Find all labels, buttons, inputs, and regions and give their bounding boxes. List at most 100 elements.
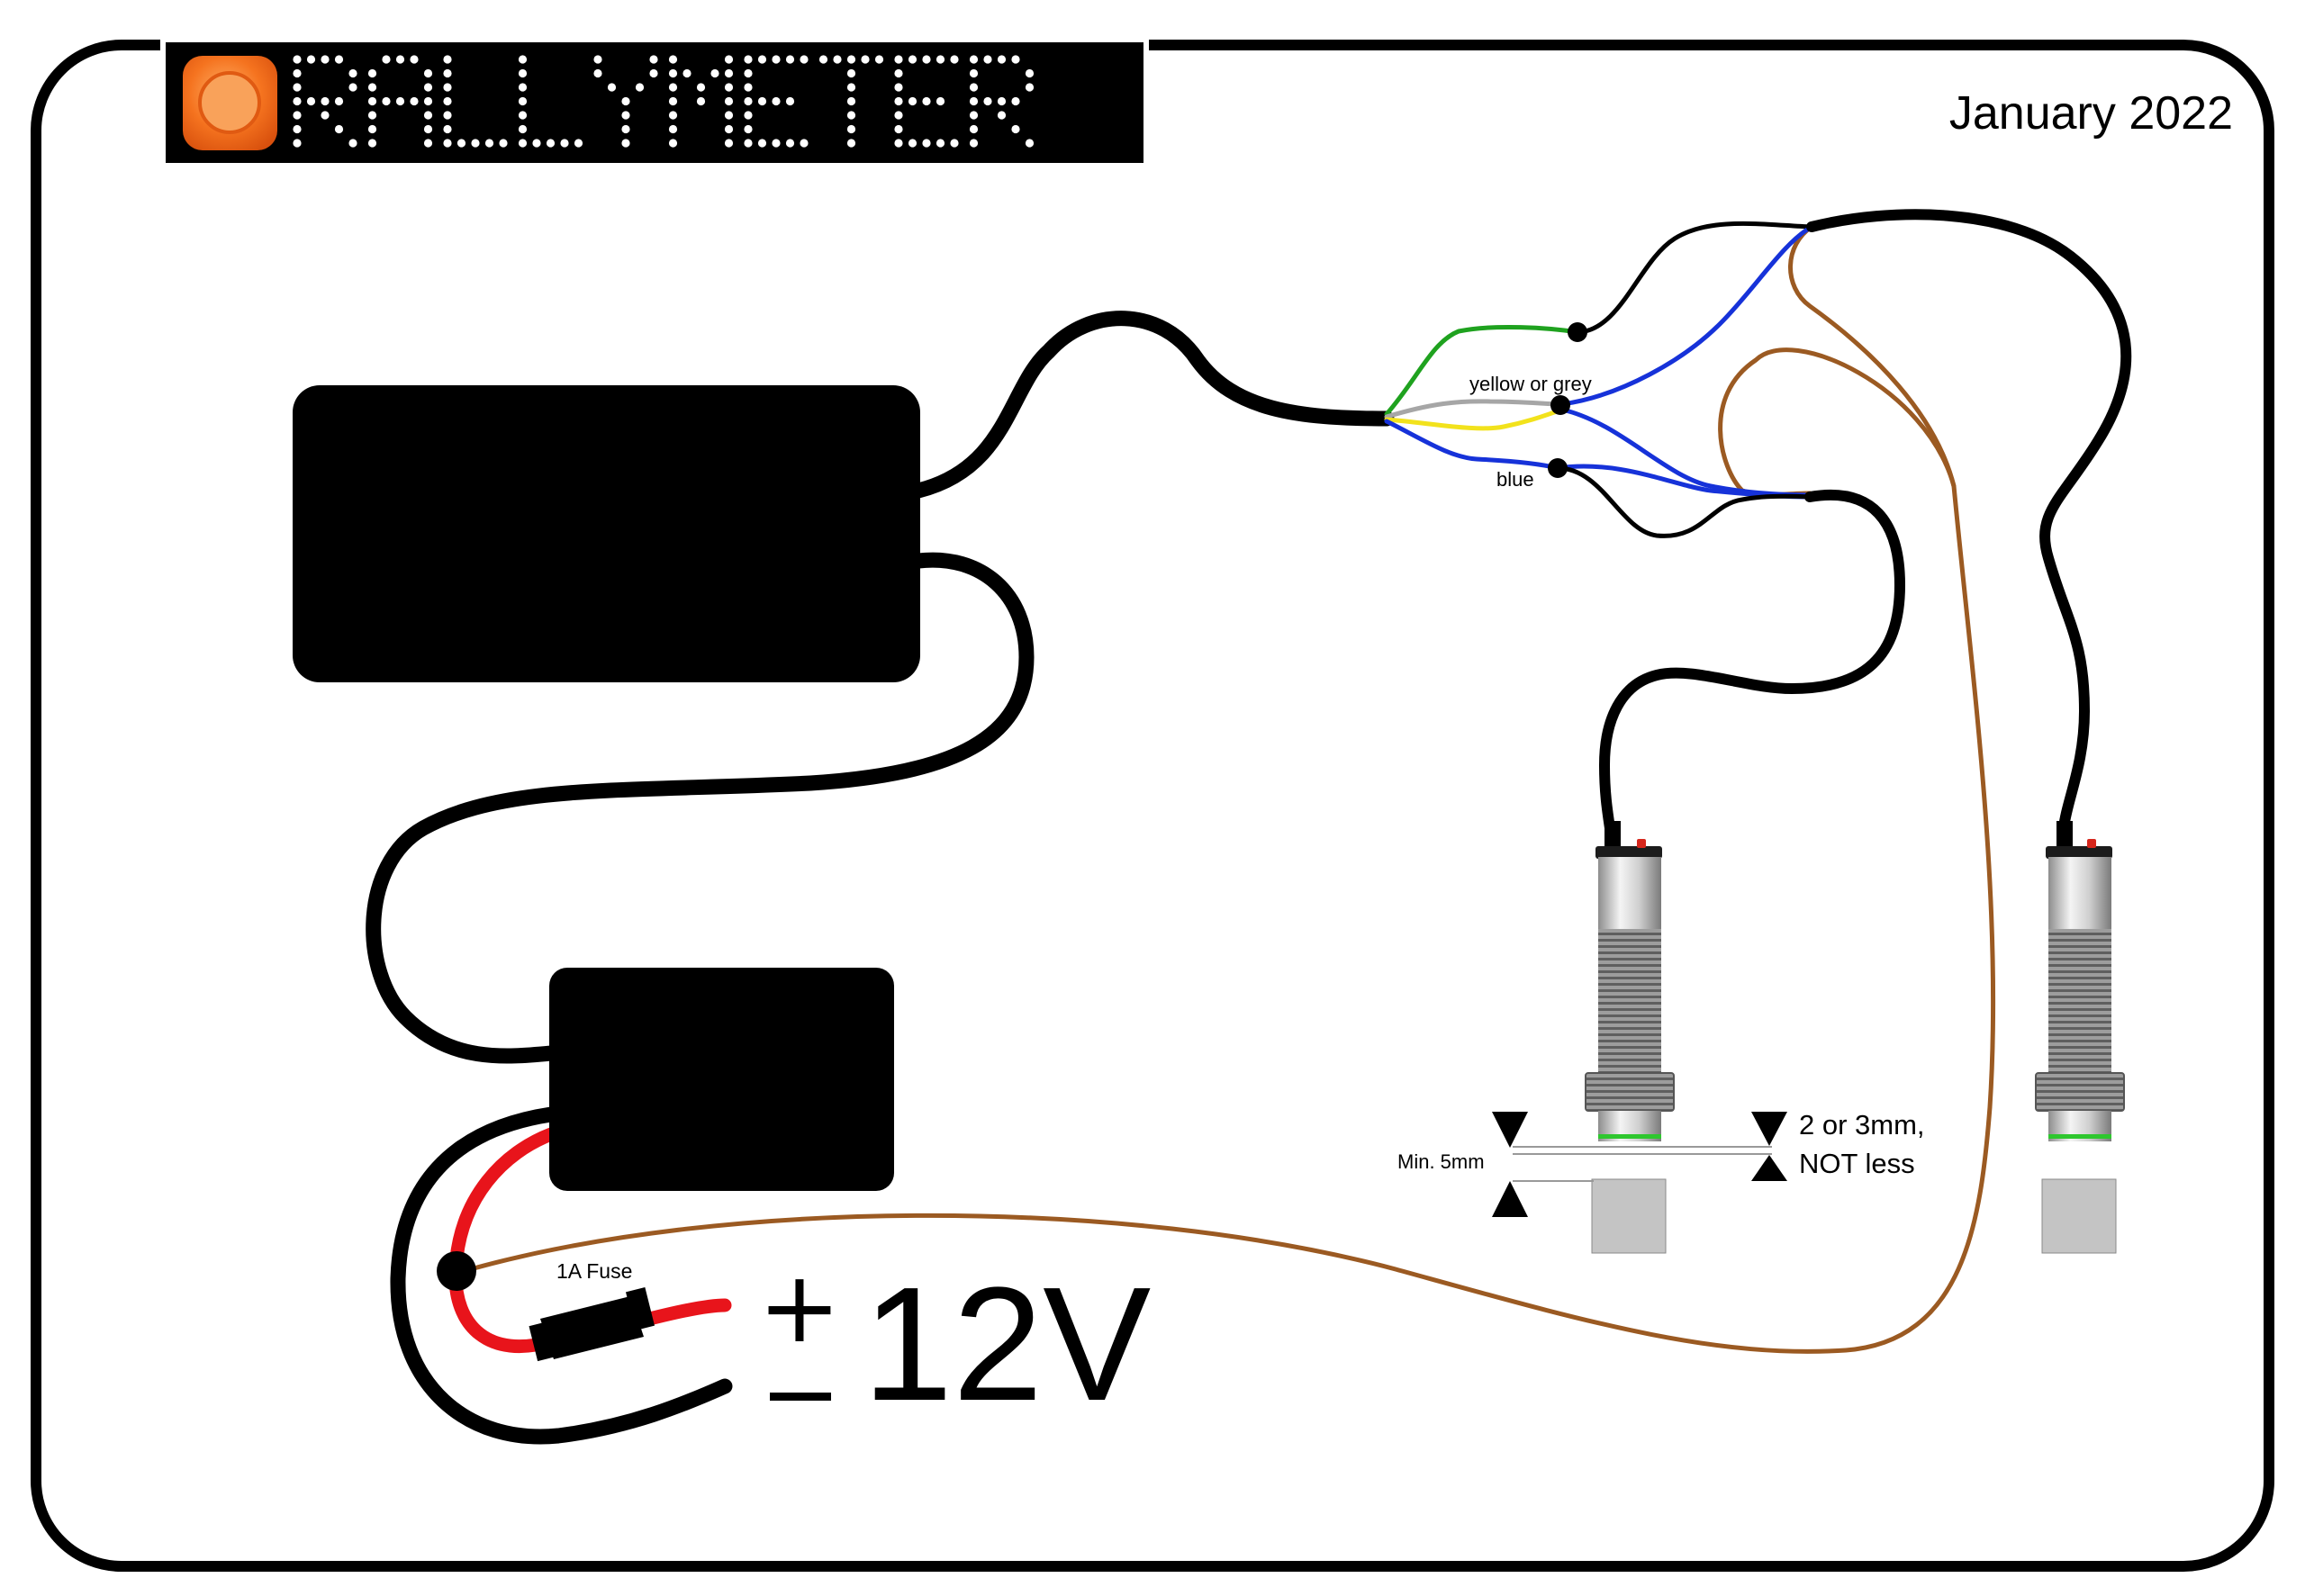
wire-black-top	[1575, 221, 1814, 335]
logo-dot	[874, 55, 884, 64]
fuse-cap-right	[626, 1286, 655, 1331]
logo-dot	[293, 111, 302, 120]
logo-dot	[1011, 124, 1020, 134]
logo-dot	[334, 55, 344, 64]
logo-dot	[621, 111, 630, 120]
logo-dot	[423, 83, 433, 92]
logo-dot	[894, 68, 903, 78]
logo-dot	[744, 83, 753, 92]
label-yellow-or-grey: yellow or grey	[1469, 373, 1592, 395]
logo-dot	[484, 139, 494, 148]
voltage-label: 12V	[863, 1254, 1151, 1435]
min-gap-arrow-top	[1492, 1112, 1528, 1148]
logo-dot	[395, 55, 405, 64]
logo-dot	[668, 68, 678, 78]
sensor-gap-label-line2: NOT less	[1799, 1148, 1915, 1179]
sensor-gap-label-line1: 2 or 3mm,	[1799, 1109, 1925, 1141]
wire-grey	[1384, 399, 1565, 419]
logo-dot	[983, 55, 992, 64]
wire-blue-left	[1384, 419, 1560, 471]
logo-dot	[574, 139, 583, 148]
logo-dot	[969, 55, 979, 64]
logo-dot	[443, 124, 452, 134]
logo-dot	[908, 96, 917, 106]
outer-frame	[31, 40, 2274, 1572]
cable-power-ground	[390, 1106, 733, 1445]
fuse-icon	[529, 1286, 655, 1362]
splice-dot-top	[1568, 322, 1587, 342]
logo-dot	[321, 111, 330, 120]
sensor-left-thread	[1598, 929, 1661, 1073]
logo-dot	[1025, 83, 1035, 92]
logo-dot	[744, 139, 753, 148]
fuse-cap-left	[529, 1321, 557, 1362]
sensor-right-cap	[2046, 846, 2112, 859]
logo-dot	[621, 124, 630, 134]
logo-dot	[757, 139, 767, 148]
logo-dot	[724, 139, 734, 148]
logo-inner-circle	[198, 71, 261, 134]
logo-dot	[668, 139, 678, 148]
logo-dot	[518, 111, 528, 120]
logo-dot	[800, 139, 809, 148]
logo-dot	[846, 124, 856, 134]
logo-dot	[456, 139, 466, 148]
logo-dot	[367, 68, 377, 78]
logo-dot	[443, 83, 452, 92]
logo-dot	[936, 96, 945, 106]
logo-dot	[894, 96, 903, 106]
sensor-right-thread	[2048, 929, 2111, 1073]
logo-dot	[382, 55, 391, 64]
ground-splice-dot	[437, 1251, 476, 1291]
logo-dot	[348, 68, 357, 78]
ground-wire-loop	[1718, 347, 1957, 498]
logo-dot	[321, 96, 330, 106]
power-box	[549, 968, 894, 1191]
logo-dot	[833, 55, 842, 64]
main-cables	[366, 311, 1395, 1445]
logo-dot	[668, 124, 678, 134]
logo-dot	[846, 83, 856, 92]
logo-dot	[395, 96, 405, 106]
logo-dot	[293, 124, 302, 134]
wire-green	[1384, 324, 1580, 417]
wire-black-lower	[1555, 465, 1812, 538]
sensor-cable-right	[1806, 209, 2132, 834]
proximity-sensor-icon	[1585, 821, 1675, 1254]
logo-dot	[922, 55, 931, 64]
sensor-wiring	[1555, 209, 2132, 834]
label-blue: blue	[1496, 468, 1534, 491]
logo-dot	[607, 83, 617, 92]
logo-dot	[997, 111, 1007, 120]
logo-dot	[682, 68, 692, 78]
sensor-right-target	[2041, 1178, 2117, 1254]
logo-dot	[443, 139, 452, 148]
logo-dot	[922, 139, 931, 148]
ground-wire-main	[458, 224, 1996, 1354]
logo-dot	[696, 96, 706, 106]
logo-dot	[818, 55, 828, 64]
logo-dot	[518, 83, 528, 92]
logo-dot	[744, 96, 753, 106]
logo-dot	[471, 139, 480, 148]
logo-dot	[969, 68, 979, 78]
logo-dot	[772, 96, 781, 106]
logo-dot	[293, 83, 302, 92]
logo-dot	[861, 55, 870, 64]
logo-dot	[724, 111, 734, 120]
logo-dot	[423, 124, 433, 134]
logo-dot	[668, 111, 678, 120]
logo-dot	[846, 55, 856, 64]
logo-dot	[1025, 68, 1035, 78]
logo-dot	[348, 139, 357, 148]
logo-dot	[423, 139, 433, 148]
logo-dot	[621, 96, 630, 106]
sensor-left-nut	[1585, 1072, 1675, 1112]
sensor-cable-left	[1599, 489, 1905, 834]
logo-dot	[423, 68, 433, 78]
logo-dot	[518, 55, 528, 64]
logo-dot	[321, 55, 330, 64]
cable-controller-to-splice	[910, 311, 1395, 499]
logo-dot	[936, 55, 945, 64]
logo-dot	[846, 111, 856, 120]
